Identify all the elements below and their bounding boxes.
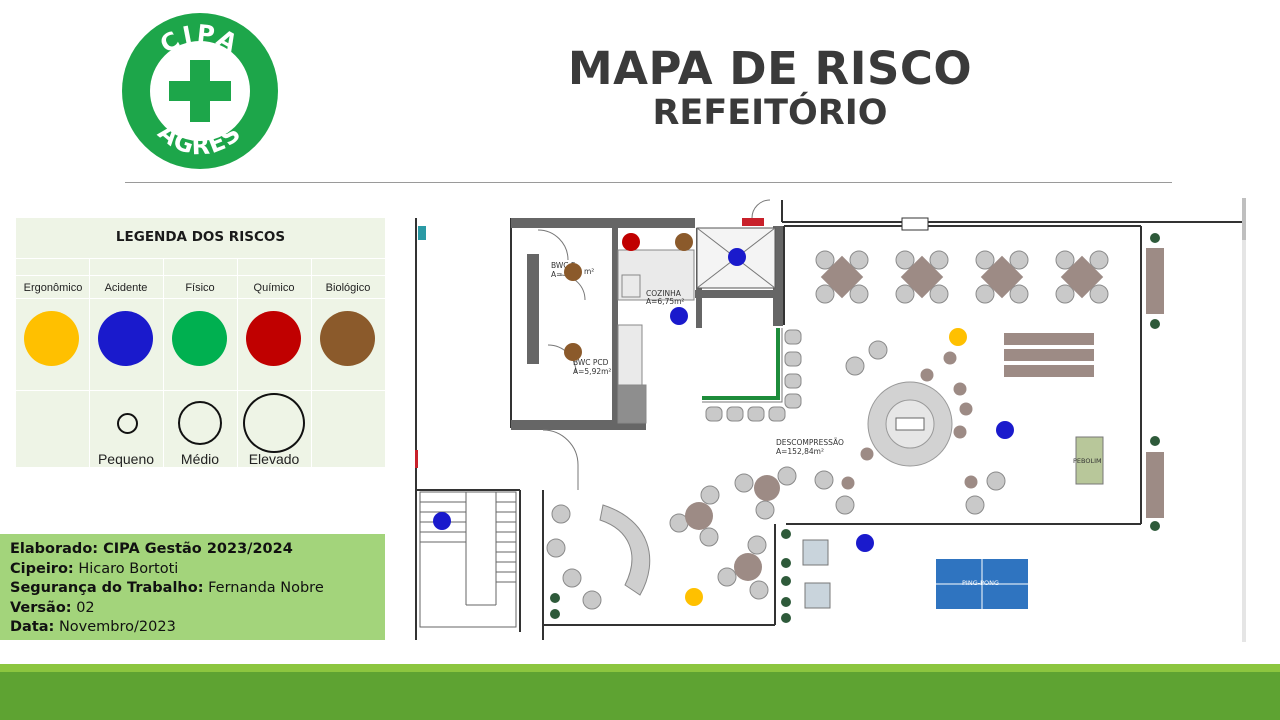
header-divider [125,182,1172,183]
legend-label-fisico: Físico [185,282,215,294]
legend-title: LEGENDA DOS RISCOS [115,229,286,245]
size-label-high: Elevado [248,451,300,467]
green-cross-icon [169,60,231,122]
info-box: Elaborado: CIPA Gestão 2023/2024 Cipeiro… [0,534,385,640]
info-cipeiro: Cipeiro: Hicaro Bortoti [10,560,179,577]
legend-label-quimico: Químico [253,282,295,294]
page-subtitle: REFEITÓRIO [652,93,888,133]
legend-divider [89,258,90,467]
footer-accent [0,664,1280,672]
chemical-risk-dot [246,311,301,366]
accident-risk-marker [856,534,874,552]
size-label-medium: Médio [180,451,220,467]
info-versao: Versão: 02 [10,599,95,616]
size-label-small: Pequeno [97,451,155,467]
biological-risk-marker [675,233,693,251]
high-risk-circle [243,393,305,453]
label-ping-pong: PING-PONG [962,579,999,587]
ergonomic-risk-dot [24,311,79,366]
label-cozinha: COZINHA [646,289,682,298]
legend-divider [16,275,385,276]
biological-risk-dot [320,311,375,366]
medium-risk-circle [178,401,222,445]
plant-icons [550,233,1160,623]
plan-scrollbar-thumb [1242,198,1246,240]
label-bwc-pcd: BWC PCD [573,358,609,367]
legend-divider [311,258,312,467]
legend-divider [16,298,385,299]
ergonomic-risk-marker [949,328,967,346]
lower-tables [546,466,831,610]
small-risk-circle [117,413,138,434]
info-data: Data: Novembro/2023 [10,619,176,635]
legend-divider [16,390,385,391]
label-cozinha-area: A=6,75m² [646,297,684,306]
round-seating [814,340,1006,515]
accident-risk-dot [98,311,153,366]
label-pebolim: PEBOLIM [1073,457,1102,465]
foosball-table [1075,436,1104,485]
square-tables [815,250,1109,304]
label-bwc-pcd-area: A=5,92m² [573,367,611,376]
label-bwc-f-area: A= [551,270,562,279]
legend-label-ergonomico: Ergonômico [23,282,83,294]
walls [415,200,1242,640]
thick-walls [415,218,783,468]
page-title: MAPA DE RISCO [567,42,973,95]
label-bwc-f: BWC F [551,261,575,270]
accident-risk-marker [670,307,688,325]
legend-divider [16,258,385,259]
info-elaborado: Elaborado: CIPA Gestão 2023/2024 [10,541,293,557]
bar-stools [705,329,802,422]
biological-risk-marker [564,343,582,361]
header: MAPA DE RISCO REFEITÓRIO [520,42,1020,133]
ergonomic-risk-marker [685,588,703,606]
label-descompressao-area: A=152,84m² [776,447,824,456]
chemical-risk-marker [622,233,640,251]
label-descompressao: DESCOMPRESSÃO [776,438,844,447]
legend-divider [163,258,164,467]
risk-markers [433,233,1014,606]
accident-risk-marker [433,512,451,530]
floor-plan: BWC F A= m² COZINHA A=6,75m² BWC PCD A=5… [415,199,1242,640]
long-table [1004,248,1164,518]
footer-bar [0,672,1280,720]
kitchen-counters [617,249,695,424]
legend-label-biologico: Biológico [325,282,371,294]
info-seguranca: Segurança do Trabalho: Fernanda Nobre [10,580,324,596]
cipa-agres-logo: CIPA AGRES [122,13,278,169]
legend-divider [237,258,238,467]
label-bwc-f-area-unit: m² [584,267,594,276]
accident-risk-marker [996,421,1014,439]
accident-risk-marker [728,248,746,266]
stairs [419,491,517,628]
biological-risk-marker [564,263,582,281]
risk-legend: LEGENDA DOS RISCOS Ergonômico Acidente F… [16,218,385,467]
legend-label-acidente: Acidente [104,282,148,294]
physical-risk-dot [172,311,227,366]
plan-scrollbar [1242,198,1246,642]
